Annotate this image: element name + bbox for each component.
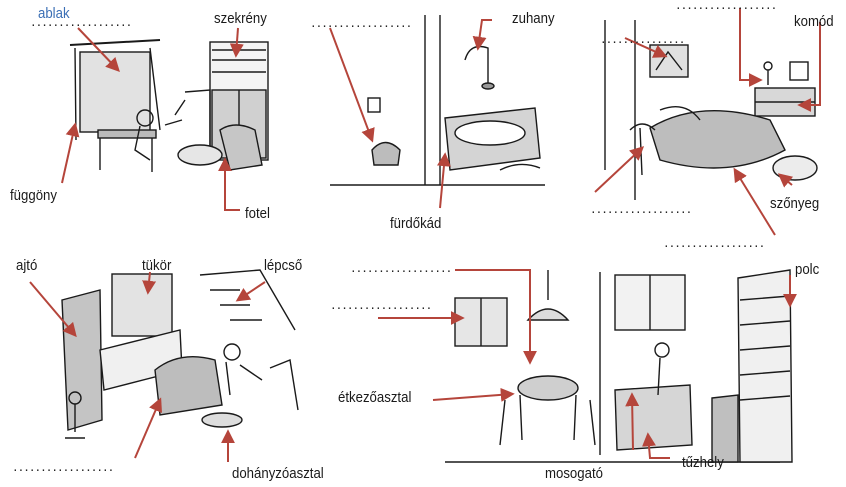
lamp-shape bbox=[528, 309, 568, 320]
scene-kitchen bbox=[445, 270, 792, 462]
mirror-shape bbox=[112, 274, 172, 336]
window-shape bbox=[80, 52, 150, 132]
label-zuhany: zuhany bbox=[512, 11, 555, 26]
scene-bedroom bbox=[605, 20, 817, 200]
counter-shape bbox=[615, 385, 692, 450]
label-tukor: tükör bbox=[142, 258, 171, 273]
scene-bathroom bbox=[330, 15, 545, 185]
label-fotel: fotel bbox=[245, 206, 270, 221]
shelf-unit-shape bbox=[738, 270, 792, 462]
blank-hall-sofa[interactable]: .................. bbox=[12, 462, 113, 473]
blank-bathroom-1[interactable]: .................. bbox=[310, 18, 411, 29]
blank-bedroom-lamp[interactable]: .................. bbox=[590, 204, 691, 215]
label-szekreny: szekrény bbox=[214, 11, 267, 26]
armchair-shape bbox=[220, 125, 262, 170]
scene-living-room bbox=[70, 40, 268, 172]
blank-bedroom-top[interactable]: .................. bbox=[675, 0, 776, 11]
toilet-shape bbox=[372, 143, 400, 166]
bed-shape bbox=[650, 111, 785, 168]
blank-bedroom-bed[interactable]: .................. bbox=[663, 238, 764, 249]
label-tuzhely: tűzhely bbox=[682, 455, 724, 470]
scene-hall bbox=[62, 270, 298, 438]
stairs-shape bbox=[200, 270, 295, 330]
picture-frame-shape bbox=[650, 45, 688, 77]
sofa-shape bbox=[155, 357, 222, 415]
label-furdokad: fürdőkád bbox=[390, 216, 441, 231]
blank-kitchen-lamp[interactable]: .................. bbox=[350, 263, 451, 274]
label-lepcso: lépcső bbox=[264, 258, 302, 273]
door-shape bbox=[62, 290, 102, 430]
label-mosogato: mosogató bbox=[545, 466, 603, 481]
label-szonyeg: szőnyeg bbox=[770, 196, 819, 211]
table-shape bbox=[518, 376, 578, 400]
label-komod: komód bbox=[794, 14, 834, 29]
label-fuggony: függöny bbox=[10, 188, 57, 203]
blank-bedroom-picture[interactable]: ............... bbox=[600, 34, 684, 45]
blank-kitchen-cabinet[interactable]: .................. bbox=[330, 300, 431, 311]
label-dohanyzoasztal: dohányzóasztal bbox=[232, 466, 324, 481]
label-ajto: ajtó bbox=[16, 258, 37, 273]
blank-ablak[interactable]: .................. bbox=[30, 17, 131, 28]
label-etkezoasztal: étkezőasztal bbox=[338, 390, 411, 405]
label-polc: polc bbox=[795, 262, 819, 277]
